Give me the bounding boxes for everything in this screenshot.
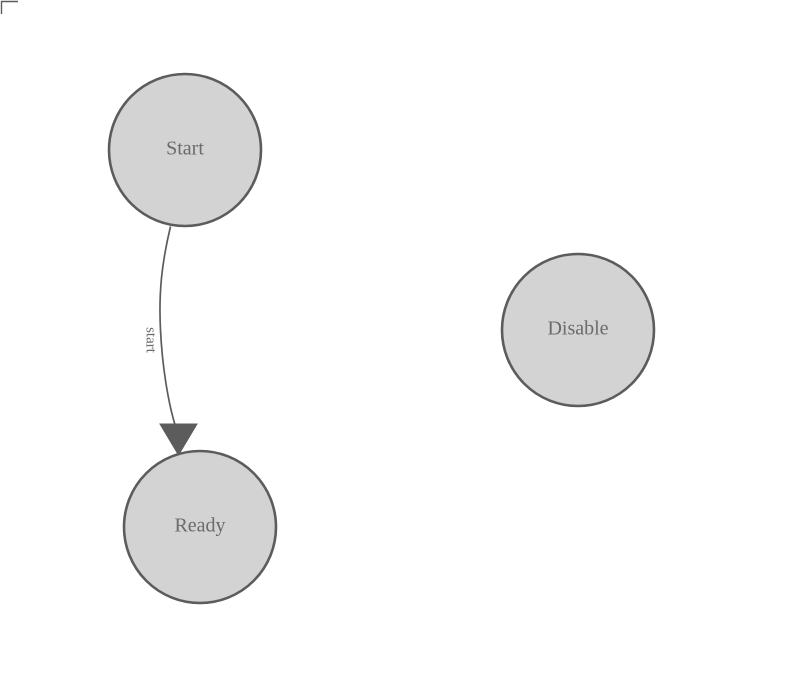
arrowhead-icon — [159, 423, 198, 456]
node-ready[interactable]: Ready — [122, 449, 278, 605]
node-disable[interactable]: Disable — [500, 252, 656, 408]
node-ready-label: Ready — [174, 515, 225, 537]
node-disable-label: Disable — [547, 318, 608, 340]
node-start-label: Start — [166, 138, 204, 160]
edge-start-to-ready[interactable]: start — [143, 226, 198, 456]
edge-line — [159, 226, 179, 433]
edge-label-group: start — [143, 327, 159, 354]
canvas-corner-mark-icon — [0, 0, 18, 14]
node-ready-shape[interactable] — [122, 449, 278, 605]
node-start[interactable]: Start — [107, 72, 263, 228]
edge-label-start: start — [143, 327, 159, 354]
node-disable-shape[interactable] — [500, 252, 656, 408]
node-start-shape[interactable] — [107, 72, 263, 228]
